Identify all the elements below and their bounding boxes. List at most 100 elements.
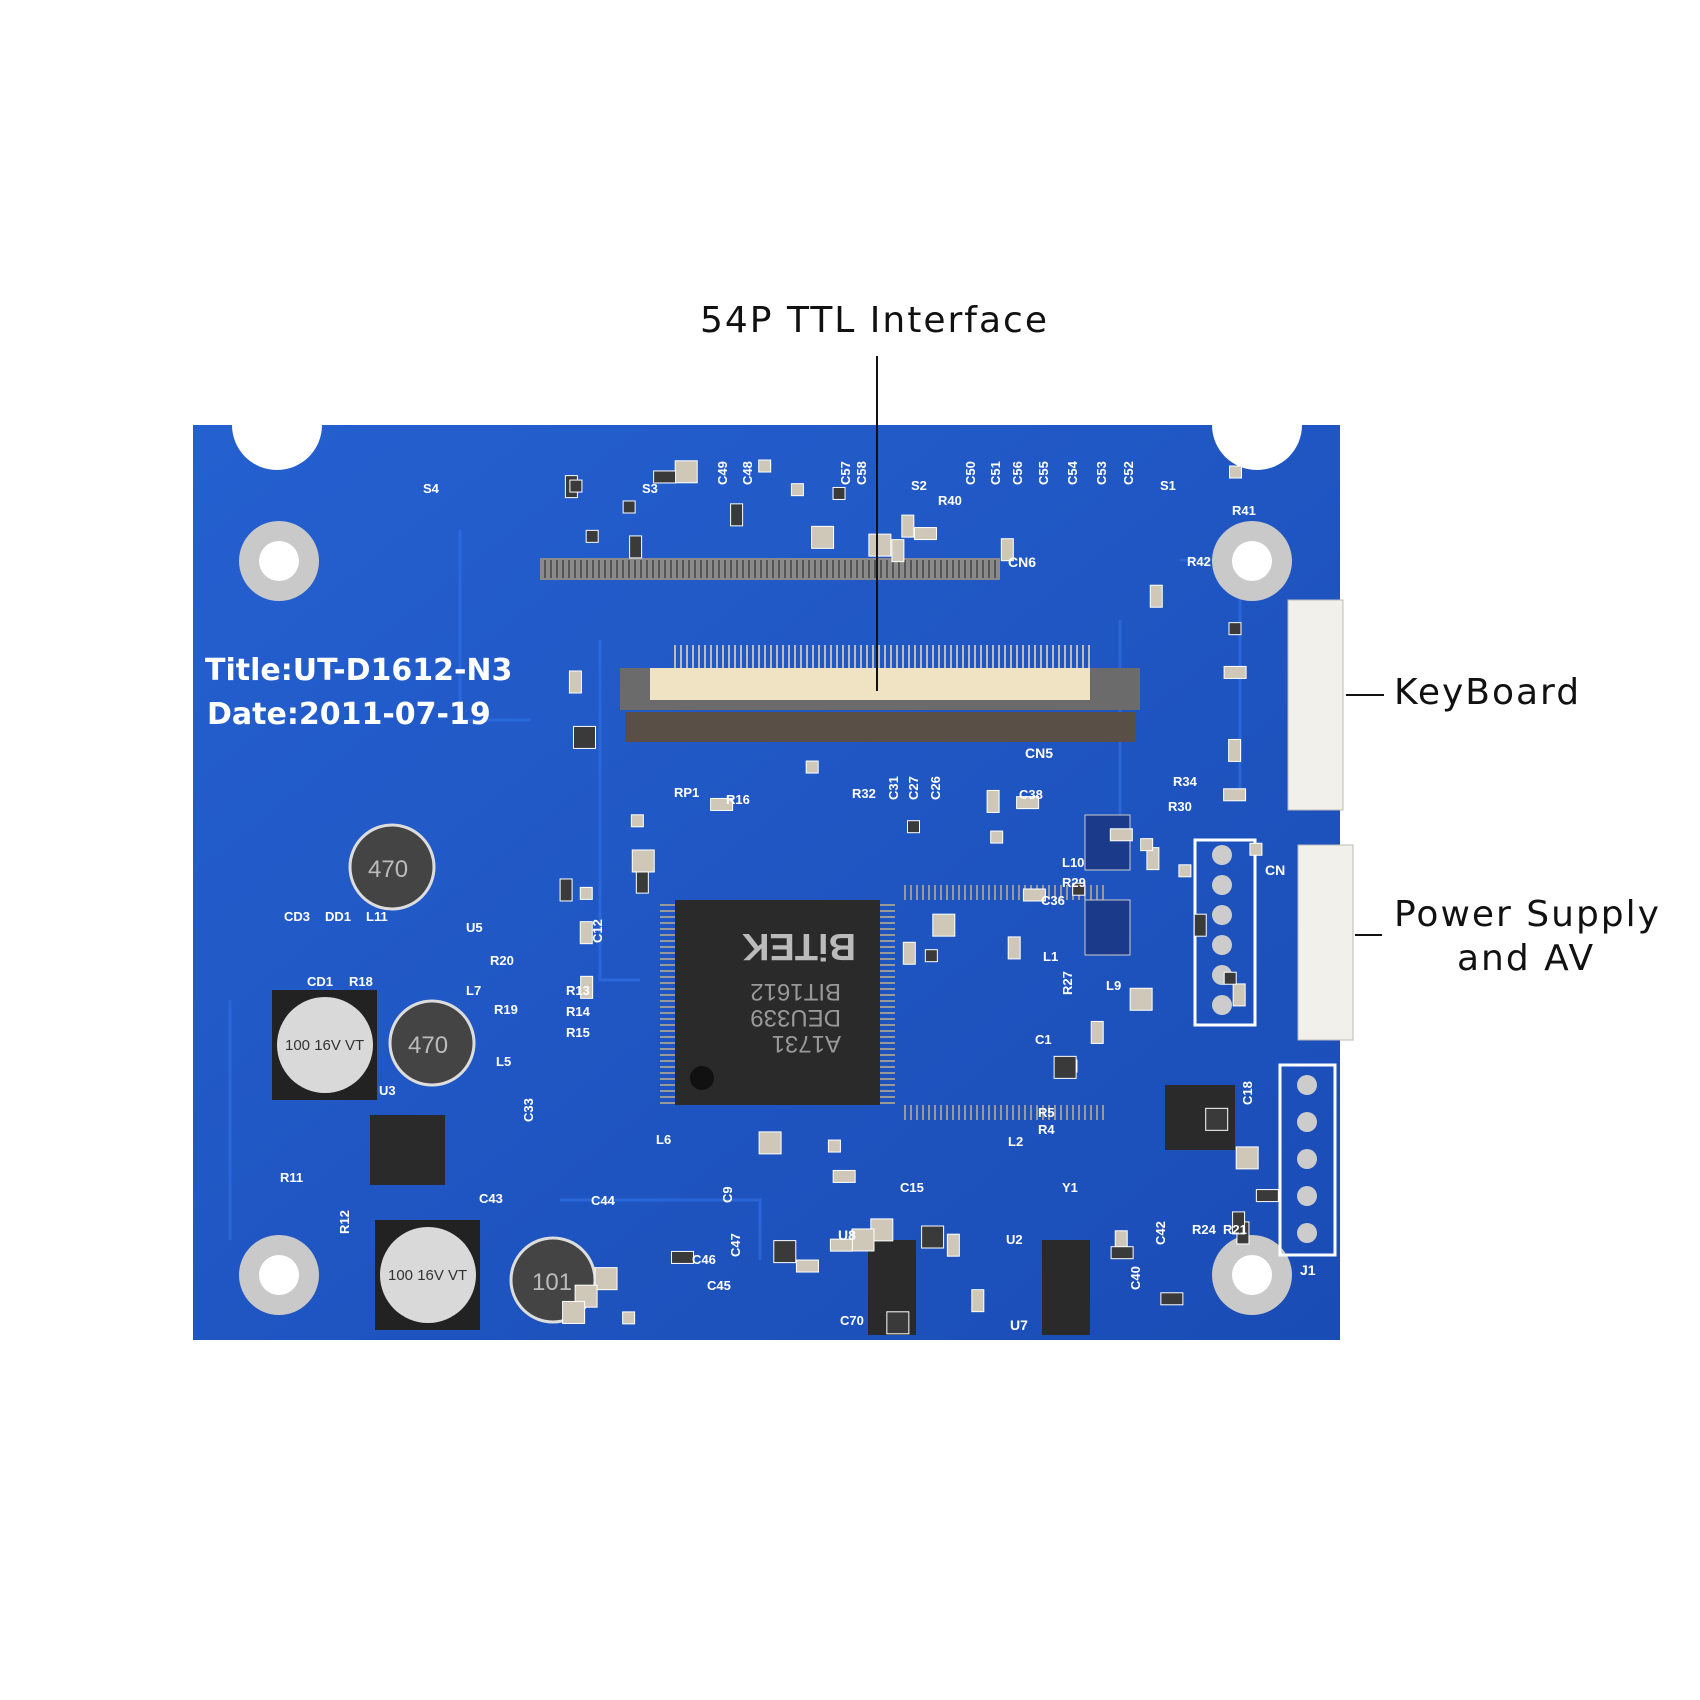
silkscreen-label: C12 xyxy=(590,919,605,943)
connector-label-j1: J1 xyxy=(1300,1262,1316,1278)
silkscreen-label: C31 xyxy=(886,776,901,800)
connector-label-cn6: CN6 xyxy=(1008,554,1036,570)
silkscreen-label: C53 xyxy=(1094,461,1109,485)
silkscreen-label: R13 xyxy=(566,983,590,998)
silkscreen-label: S4 xyxy=(423,481,440,496)
silkscreen-label: DD1 xyxy=(325,909,351,924)
silkscreen-label: C43 xyxy=(479,1191,503,1206)
silkscreen-label: L2 xyxy=(1008,1134,1023,1149)
electrolytic-capacitors xyxy=(272,990,480,1330)
silkscreen-label: C45 xyxy=(707,1278,731,1293)
silkscreen-label: L6 xyxy=(656,1132,671,1147)
silkscreen-label: C55 xyxy=(1036,461,1051,485)
silkscreen-label: CD3 xyxy=(284,909,310,924)
silkscreen-label: C1 xyxy=(1035,1032,1052,1047)
pointer-line-ttl xyxy=(876,356,878,691)
silkscreen-label: C49 xyxy=(715,461,730,485)
silkscreen-label: C50 xyxy=(963,461,978,485)
silkscreen-label: C15 xyxy=(900,1180,924,1195)
chip-line-2: DEU339 xyxy=(750,1004,841,1031)
silkscreen-label: C36 xyxy=(1041,893,1065,908)
inductor-label-3: 101 xyxy=(532,1269,572,1296)
silkscreen-label: R12 xyxy=(337,1210,352,1234)
mounting-holes xyxy=(239,521,1292,1315)
silkscreen-label: C44 xyxy=(591,1193,616,1208)
silkscreen-label: C56 xyxy=(1010,461,1025,485)
silkscreen-label: CD1 xyxy=(307,974,333,989)
silkscreen-label: U5 xyxy=(466,920,483,935)
silkscreen-label: S2 xyxy=(911,478,927,493)
j1-header xyxy=(1278,1063,1337,1257)
silkscreen-label: C33 xyxy=(521,1098,536,1122)
connector-label-cn5: CN5 xyxy=(1025,745,1053,761)
silkscreen-label: R5 xyxy=(1038,1105,1055,1120)
board-date: Date:2011-07-19 xyxy=(207,697,491,732)
silkscreen-label: C27 xyxy=(906,776,921,800)
silkscreen-label: R14 xyxy=(566,1004,591,1019)
keyboard-connector xyxy=(1287,599,1344,811)
silkscreen-label: C52 xyxy=(1121,461,1136,485)
silkscreen-label: R40 xyxy=(938,493,962,508)
chip-line-3: A1731 xyxy=(772,1030,841,1057)
silkscreen-label: R29 xyxy=(1062,875,1086,890)
silkscreen-label: S1 xyxy=(1160,478,1176,493)
pointer-line-power xyxy=(1355,934,1382,936)
silkscreen-label: R41 xyxy=(1232,503,1256,518)
cap-label-1: 100 16V VT xyxy=(285,1037,364,1054)
silkscreen-label: L5 xyxy=(496,1054,511,1069)
cap-label-2: 100 16V VT xyxy=(388,1267,467,1284)
silkscreen-label: RP1 xyxy=(674,785,699,800)
annotation-and-av: and AV xyxy=(1457,938,1596,979)
silkscreen-label: R18 xyxy=(349,974,373,989)
pointer-line-keyboard xyxy=(1346,694,1384,696)
silkscreen-label: C58 xyxy=(854,461,869,485)
silkscreen-label: R19 xyxy=(494,1002,518,1017)
silkscreen-label: Y1 xyxy=(1062,1180,1078,1195)
annotation-keyboard: KeyBoard xyxy=(1394,672,1582,713)
silkscreen-label: R24 xyxy=(1192,1222,1217,1237)
silkscreen-label: S3 xyxy=(642,481,658,496)
silkscreen-label: L10 xyxy=(1062,855,1084,870)
silkscreen-label: C26 xyxy=(928,776,943,800)
silkscreen-label: C47 xyxy=(728,1233,743,1257)
silkscreen-label: R20 xyxy=(490,953,514,968)
silkscreen-label: R15 xyxy=(566,1025,590,1040)
silkscreen-label: L7 xyxy=(466,983,481,998)
regulator-label-u7: U7 xyxy=(1010,1317,1028,1333)
silkscreen-label: R30 xyxy=(1168,799,1192,814)
power-av-connector xyxy=(1297,844,1354,1041)
inductor-label-2: 470 xyxy=(408,1032,448,1059)
silkscreen-label: R16 xyxy=(726,792,750,807)
silkscreen-label: U3 xyxy=(379,1083,396,1098)
silkscreen-label: C40 xyxy=(1128,1266,1143,1290)
chip-line-1: BIT1612 xyxy=(750,978,841,1005)
silkscreen-label: R4 xyxy=(1038,1122,1055,1137)
silkscreen-label: R11 xyxy=(280,1170,303,1185)
silkscreen-label: C54 xyxy=(1065,460,1080,485)
cn6-connector xyxy=(540,558,1000,580)
annotation-ttl-interface: 54P TTL Interface xyxy=(700,300,1049,341)
annotation-power-supply: Power Supply xyxy=(1394,894,1661,935)
silkscreen-label: R42 xyxy=(1187,554,1211,569)
silkscreen-label: R34 xyxy=(1173,774,1198,789)
silkscreen-label: R21 xyxy=(1223,1222,1247,1237)
silkscreen-label: C70 xyxy=(840,1313,864,1328)
board-title: Title:UT-D1612-N3 xyxy=(205,653,512,688)
inductor-label-1: 470 xyxy=(368,856,408,883)
regulator-label-u8: U8 xyxy=(838,1227,856,1243)
silkscreen-label: L1 xyxy=(1043,949,1058,964)
silkscreen-label: C38 xyxy=(1019,787,1043,802)
silkscreen-label: R32 xyxy=(852,786,876,801)
chip-brand: BiTEK xyxy=(741,925,856,967)
silkscreen-label: L9 xyxy=(1106,978,1121,993)
silkscreen-label: C51 xyxy=(988,461,1003,485)
silkscreen-label: C57 xyxy=(838,461,853,485)
connector-label-cn: CN xyxy=(1265,862,1285,878)
silkscreen-label: L11 xyxy=(366,909,388,924)
silkscreen-label: U2 xyxy=(1006,1232,1023,1247)
silkscreen-label: C9 xyxy=(720,1186,735,1203)
silkscreen-label: R27 xyxy=(1060,971,1075,995)
silkscreen-label: C18 xyxy=(1240,1081,1255,1105)
